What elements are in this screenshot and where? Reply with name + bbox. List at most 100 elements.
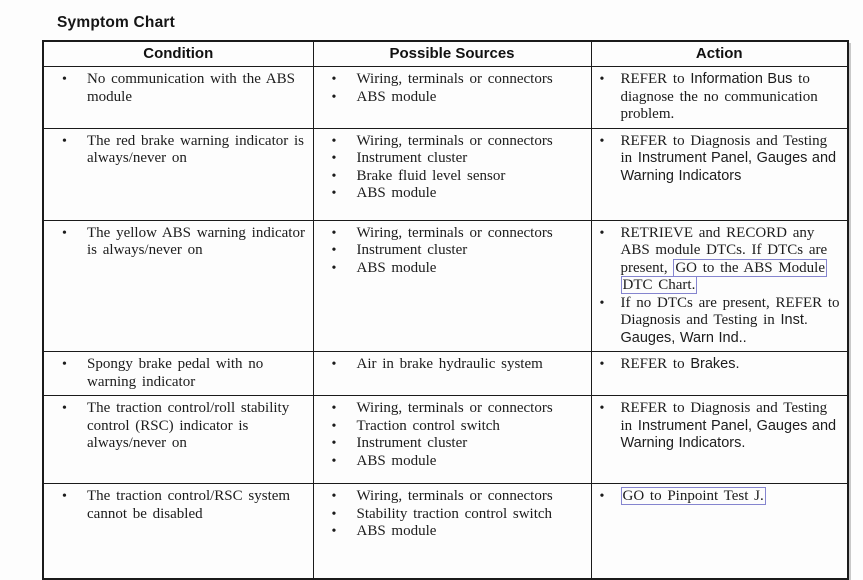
bullet-list: • Wiring, terminals or connectors • Instrum… (314, 221, 591, 282)
bullet-text: Wiring, terminals or connectors (357, 225, 585, 243)
bullet-list: • Wiring, terminals or connectors • Instrum… (314, 129, 591, 207)
table-body: •No communication with the ABS module • Wi… (42, 66, 849, 579)
bullet-text: Spongy brake pedal with no warning indic… (87, 356, 307, 391)
table-row: • The red brake warning indicator is alwa… (42, 127, 849, 221)
text-segment: REFER to (620, 71, 691, 87)
bullet-item: • Instrument cluster (332, 435, 585, 453)
bullet-text: The traction control/roll stability cont… (87, 400, 307, 453)
text-segment: Inst. Gauges, Warn Ind.. (620, 312, 808, 346)
bullet-list: •REFER to Brakes. (592, 352, 848, 378)
text-segment: Brakes. (690, 356, 740, 372)
bullet-icon: • (331, 133, 337, 149)
bullet-text: The red brake warning indicator is alway… (87, 133, 307, 168)
actions-cell: •REFER to Brakes. (590, 351, 849, 396)
bullet-item: • Instrument cluster (332, 150, 585, 168)
text-segment: If no DTCs are present, REFER to Diagnos… (620, 294, 840, 329)
bullet-text: GO to Pinpoint Test J. (620, 487, 842, 506)
actions-cell: •REFER to Diagnosis and Testing in Instr… (590, 395, 849, 484)
bullet-icon: • (331, 524, 337, 539)
text-segment: ABS module (356, 259, 437, 276)
bullet-list: •Air in brake hydraulic system (314, 352, 591, 378)
bullet-text: ABS module (357, 453, 585, 471)
bullet-list: • Spongy brake pedal with no warning indi… (44, 352, 313, 395)
bullet-item: •ABS module (332, 89, 585, 107)
bullet-item: •ABS module (332, 260, 585, 278)
bullet-icon: • (331, 489, 337, 504)
condition-cell: •The traction control/roll stability con… (42, 395, 314, 484)
bullet-icon: • (331, 186, 337, 201)
condition-cell: • The yellow ABS warning indicator is alw… (42, 219, 314, 352)
table-row: • The yellow ABS warning indicator is alw… (42, 219, 849, 352)
bullet-text: REFER to Diagnosis and Testing in Instru… (621, 400, 842, 453)
text-segment: to diagnose the no communication problem… (620, 71, 818, 122)
text-segment: Instrument cluster (356, 242, 468, 258)
text-segment: Wiring, terminals or connectors (356, 132, 553, 149)
bullet-icon: • (62, 357, 67, 372)
bullet-icon: • (331, 151, 337, 166)
table-row: • Spongy brake pedal with no warning indi… (42, 351, 849, 396)
bullet-item: • Spongy brake pedal with no warning indi… (62, 356, 307, 391)
text-segment: Information Bus (690, 71, 793, 87)
bullet-icon: • (599, 225, 605, 241)
text-segment: The traction control/RSC system cannot b… (87, 488, 291, 522)
bullet-icon: • (62, 489, 67, 504)
bullet-item: •If no DTCs are present, REFER to Diagno… (600, 295, 842, 348)
bullet-icon: • (62, 133, 67, 149)
sources-cell: • Wiring, terminals or connectors • Instrum… (312, 219, 592, 352)
text-segment: Wiring, terminals or connectors (356, 71, 553, 87)
bullet-icon: • (599, 489, 605, 504)
bullet-icon: • (331, 225, 337, 241)
col-header-condition: Condition (42, 40, 314, 67)
text-segment: Instrument cluster (356, 150, 468, 166)
bullet-item: • Instrument cluster (332, 242, 585, 260)
bullet-text: ABS module (357, 89, 585, 107)
bullet-icon: • (331, 168, 337, 184)
bullet-item: •REFER to Diagnosis and Testing in Instr… (600, 400, 842, 453)
condition-cell: •No communication with the ABS module (42, 66, 314, 129)
bullet-list: •REFER to Information Bus to diagnose th… (592, 67, 848, 128)
bullet-text: ABS module (357, 260, 585, 278)
bullet-item: •Stability traction control switch (332, 506, 585, 524)
bullet-list: • GO to Pinpoint Test J. (592, 484, 848, 510)
text-segment: REFER to Diagnosis and Testing in (620, 400, 828, 434)
bullet-item: •RETRIEVE and RECORD any ABS module DTCs… (600, 225, 842, 295)
condition-cell: • The red brake warning indicator is alwa… (42, 127, 314, 221)
link-annotation[interactable]: GO to the ABS Module DTC Chart. (620, 258, 828, 294)
table-row: •No communication with the ABS module•Wi… (42, 66, 849, 129)
link-annotation[interactable]: GO to Pinpoint Test J. (620, 487, 766, 505)
bullet-item: •REFER to Diagnosis and Testing in Instr… (600, 133, 842, 186)
bullet-text: Stability traction control switch (357, 506, 585, 524)
text-segment: ABS module (356, 452, 437, 469)
text-segment: The yellow ABS warning indicator is alwa… (87, 224, 305, 259)
bullet-item: •Wiring, terminals or connectors (332, 488, 585, 506)
bullet-list: •REFER to Diagnosis and Testing in Instr… (592, 129, 848, 190)
text-segment: Instrument Panel, Gauges and Warning Ind… (620, 417, 837, 452)
bullet-list: •The traction control/roll stability con… (44, 396, 313, 457)
bullet-icon: • (331, 243, 337, 258)
sources-cell: •Air in brake hydraulic system (312, 351, 592, 396)
text-segment: Wiring, terminals or connectors (356, 400, 553, 416)
bullet-item: • ABS module (332, 523, 585, 541)
text-segment: Stability traction control switch (356, 505, 553, 522)
sources-cell: • Wiring, terminals or connectors • Instrum… (312, 127, 592, 221)
bullet-text: Wiring, terminals or connectors (357, 71, 585, 89)
bullet-item: • Brake fluid level sensor (332, 168, 585, 186)
bullet-icon: • (331, 436, 337, 451)
bullet-list: •No communication with the ABS module (44, 67, 313, 110)
bullet-item: •REFER to Brakes. (600, 356, 842, 374)
text-segment: ABS module (356, 523, 437, 539)
bullet-text: Wiring, terminals or connectors (357, 133, 585, 151)
bullet-item: • Wiring, terminals or connectors (332, 133, 585, 151)
bullet-item: • The traction control/RSC system cannot … (62, 488, 307, 523)
bullet-text: Brake fluid level sensor (357, 168, 585, 186)
bullet-list: •REFER to Diagnosis and Testing in Instr… (592, 396, 848, 457)
text-segment: Instrument cluster (356, 435, 468, 451)
bullet-text: Instrument cluster (357, 435, 585, 453)
bullet-icon: • (62, 225, 67, 241)
bullet-item: •ABS module (332, 185, 585, 203)
actions-cell: •RETRIEVE and RECORD any ABS module DTCs… (590, 219, 849, 352)
bullet-item: •REFER to Information Bus to diagnose th… (600, 71, 842, 124)
bullet-text: Traction control switch (357, 418, 585, 436)
bullet-item: • GO to Pinpoint Test J. (599, 487, 842, 506)
